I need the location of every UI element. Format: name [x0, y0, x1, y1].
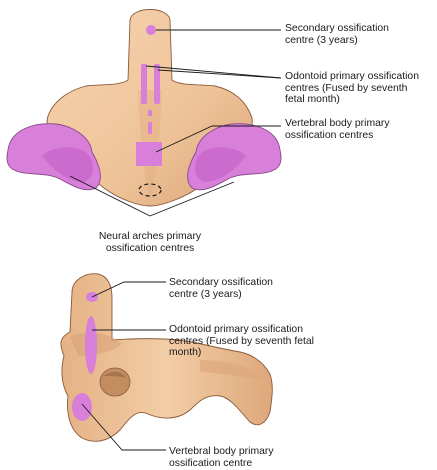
leader-bottom-secondary — [91, 281, 166, 298]
leader-top-neural-right — [149, 181, 235, 217]
top-odontoid-centre-right — [154, 64, 160, 104]
bottom-odontoid-centres — [85, 316, 97, 374]
top-axis-vertebra — [6, 9, 282, 207]
label-top-neural-arches-primary: Neural arches primary ossification centr… — [98, 231, 202, 254]
bottom-vertebral-body-centre — [72, 393, 92, 421]
bottom-foramen-shadow — [104, 371, 126, 378]
top-left-lateral-facet — [42, 147, 93, 182]
leader-top-odontoid-2 — [157, 69, 282, 79]
top-vertebral-body-centre — [136, 142, 162, 166]
top-odontoid-centre-left — [141, 64, 147, 104]
top-secondary-ossification-centre — [146, 25, 156, 35]
leader-top-neural-left — [69, 175, 151, 217]
top-vertebral-body-dot-1 — [148, 110, 152, 116]
label-top-secondary-ossification: Secondary ossification centre (3 years) — [285, 23, 389, 46]
label-bottom-odontoid-primary: Odontoid primary ossification centres (F… — [169, 324, 314, 358]
top-right-lateral-facet — [195, 147, 246, 182]
bottom-spinous-shading — [200, 360, 264, 380]
top-vertebral-body-dot-2 — [148, 122, 152, 134]
bottom-axis-vertebra — [60, 273, 273, 442]
bottom-axis-body — [60, 273, 273, 442]
leader-lines — [69, 29, 282, 451]
top-dashed-outline — [138, 183, 162, 197]
label-bottom-secondary-ossification: Secondary ossification centre (3 years) — [169, 277, 273, 300]
leader-bottom-vertebral-body — [81, 403, 166, 451]
leader-top-vertebral-body — [155, 125, 281, 153]
label-top-odontoid-primary: Odontoid primary ossification centres (F… — [285, 71, 419, 105]
label-bottom-vertebral-body-primary: Vertebral body primary ossification cent… — [169, 446, 274, 469]
leader-top-odontoid-1 — [145, 65, 282, 79]
label-top-vertebral-body-primary: Vertebral body primary ossification cent… — [285, 118, 390, 141]
